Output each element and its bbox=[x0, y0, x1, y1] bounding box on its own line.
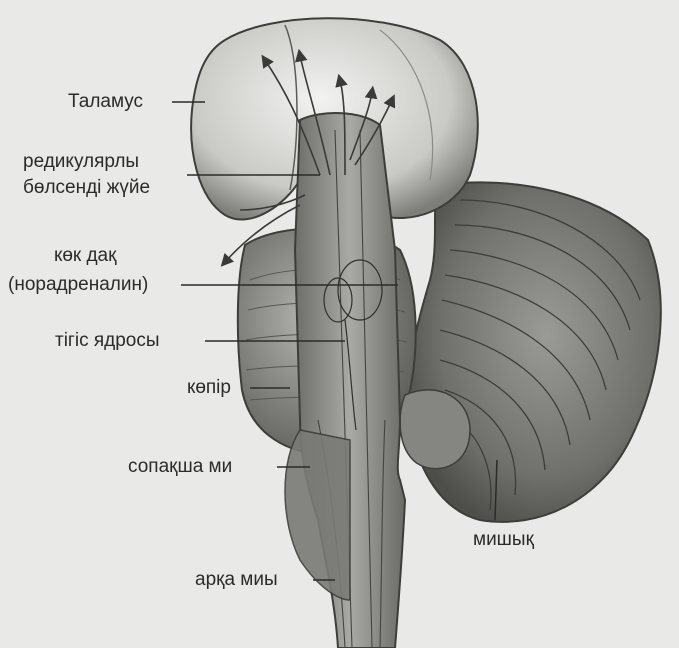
label-raphe: тігіс ядросы bbox=[55, 329, 160, 353]
olive-shape bbox=[400, 390, 470, 469]
label-locus-line1: көк дақ bbox=[54, 244, 116, 268]
label-medulla: сопақша ми bbox=[128, 455, 232, 479]
label-thalamus: Таламус bbox=[68, 90, 143, 114]
label-locus-line2: (норадреналин) bbox=[8, 273, 148, 297]
label-reticular-line2: бөлсенді жүйе bbox=[23, 176, 150, 200]
label-pons: көпір bbox=[187, 376, 231, 400]
medulla-shape bbox=[285, 430, 350, 600]
label-spinal-cord: арқа миы bbox=[195, 568, 278, 592]
label-reticular-line1: редикулярлы bbox=[23, 150, 139, 174]
cerebellum-shape bbox=[407, 182, 661, 521]
label-cerebellum: мишық bbox=[473, 528, 534, 552]
